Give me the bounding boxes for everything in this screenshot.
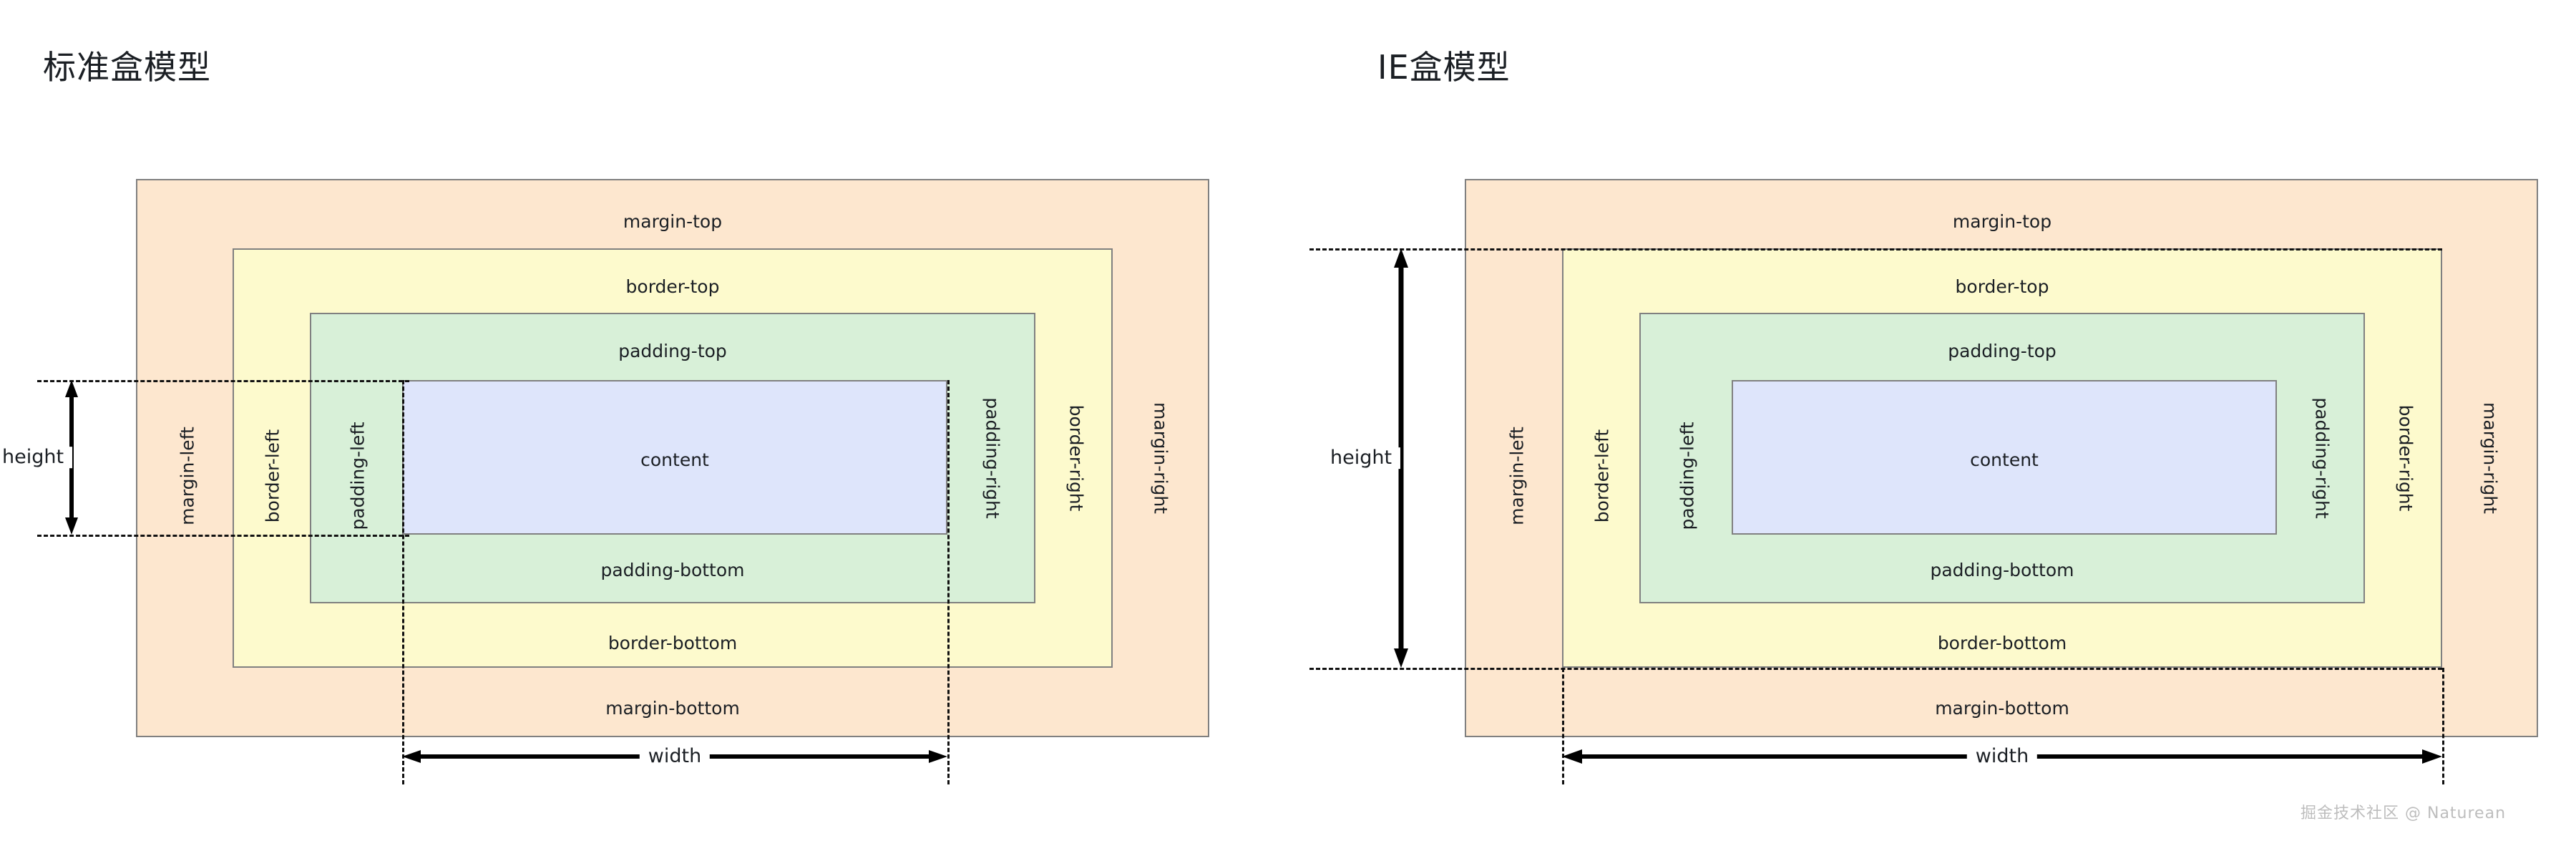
content-box-ie (1732, 380, 2277, 535)
label-border-top-standard: border-top (625, 276, 720, 297)
label-margin-right-standard: margin-right (1150, 402, 1171, 514)
guide-height-top-standard (37, 380, 409, 382)
label-border-right-ie: border-right (2395, 404, 2416, 512)
guide-width-left-standard (402, 380, 404, 784)
label-content-standard: content (640, 449, 709, 470)
label-content-ie: content (1970, 449, 2039, 470)
label-border-bottom-ie: border-bottom (1937, 633, 2067, 653)
guide-width-right-standard (947, 380, 950, 784)
dimension-width-label-standard: width (639, 746, 711, 767)
label-border-left-ie: border-left (1591, 429, 1613, 523)
label-padding-right-standard: padding-right (982, 397, 1003, 519)
guide-height-bottom-ie (1309, 668, 2442, 670)
dimension-height-label-ie: height (1321, 447, 1401, 469)
label-border-top-ie: border-top (1955, 276, 2049, 297)
label-padding-left-standard: padding-left (347, 422, 369, 530)
dimension-height-standard: height (0, 380, 79, 535)
page-title-standard: 标准盒模型 (43, 48, 211, 87)
ie-box-model-panel: IE盒模型 margin-top border-top padding-top … (1288, 0, 2576, 851)
dimension-width-ie: width (1562, 746, 2442, 767)
label-padding-right-ie: padding-right (2311, 397, 2333, 519)
guide-width-left-ie (1562, 668, 1564, 784)
label-margin-top-standard: margin-top (623, 211, 723, 232)
watermark: 掘金技术社区 @ Naturean (2301, 804, 2507, 822)
standard-box-model-panel: 标准盒模型 margin-top border-top padding-top … (0, 48, 1209, 784)
content-box-standard (402, 380, 947, 535)
label-margin-left-ie: margin-left (1506, 427, 1528, 525)
guide-height-top-ie (1309, 248, 2442, 251)
label-padding-top-ie: padding-top (1948, 341, 2057, 361)
label-border-left-standard: border-left (262, 429, 283, 523)
guide-height-bottom-standard (37, 535, 409, 537)
label-margin-left-standard: margin-left (177, 427, 198, 525)
label-margin-bottom-ie: margin-bottom (1935, 698, 2069, 719)
label-padding-bottom-ie: padding-bottom (1930, 560, 2074, 580)
label-margin-bottom-standard: margin-bottom (605, 698, 740, 719)
label-padding-left-ie: padding-left (1677, 422, 1698, 530)
dimension-width-label-ie: width (1966, 746, 2038, 767)
dimension-width-standard: width (402, 746, 947, 767)
label-margin-top-ie: margin-top (1952, 211, 2052, 232)
dimension-height-ie: height (1321, 248, 1408, 668)
label-border-bottom-standard: border-bottom (608, 633, 738, 653)
label-border-right-standard: border-right (1065, 404, 1087, 512)
label-padding-bottom-standard: padding-bottom (600, 560, 745, 580)
guide-width-right-ie (2442, 668, 2444, 784)
label-margin-right-ie: margin-right (2479, 402, 2501, 514)
page-title-ie: IE盒模型 (1377, 48, 1511, 87)
dimension-height-label-standard: height (0, 447, 73, 468)
label-padding-top-standard: padding-top (618, 341, 727, 361)
